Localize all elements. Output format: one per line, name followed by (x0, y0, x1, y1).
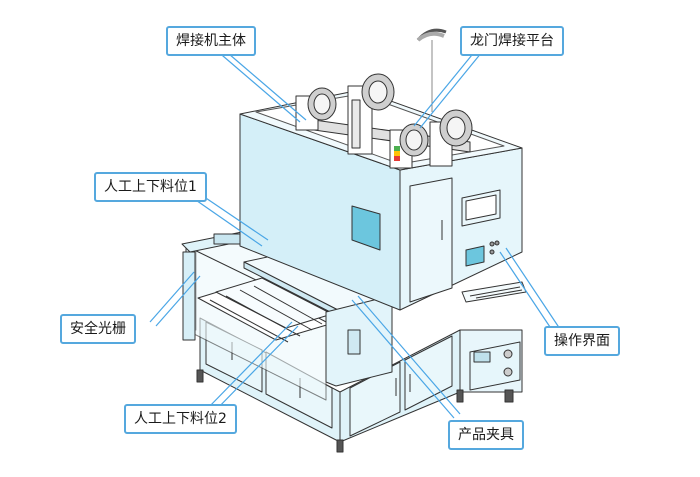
callout-welder-body: 焊接机主体 (166, 26, 256, 56)
callout-operation-panel: 操作界面 (544, 326, 620, 356)
callout-safety-light-curtain: 安全光栅 (60, 314, 136, 344)
callout-product-fixture: 产品夹具 (448, 420, 524, 450)
callout-manual-station-2: 人工上下料位2 (124, 404, 237, 434)
callout-gantry-platform: 龙门焊接平台 (460, 26, 564, 56)
leader-lines (149, 47, 563, 419)
callout-manual-station-1: 人工上下料位1 (94, 172, 207, 202)
